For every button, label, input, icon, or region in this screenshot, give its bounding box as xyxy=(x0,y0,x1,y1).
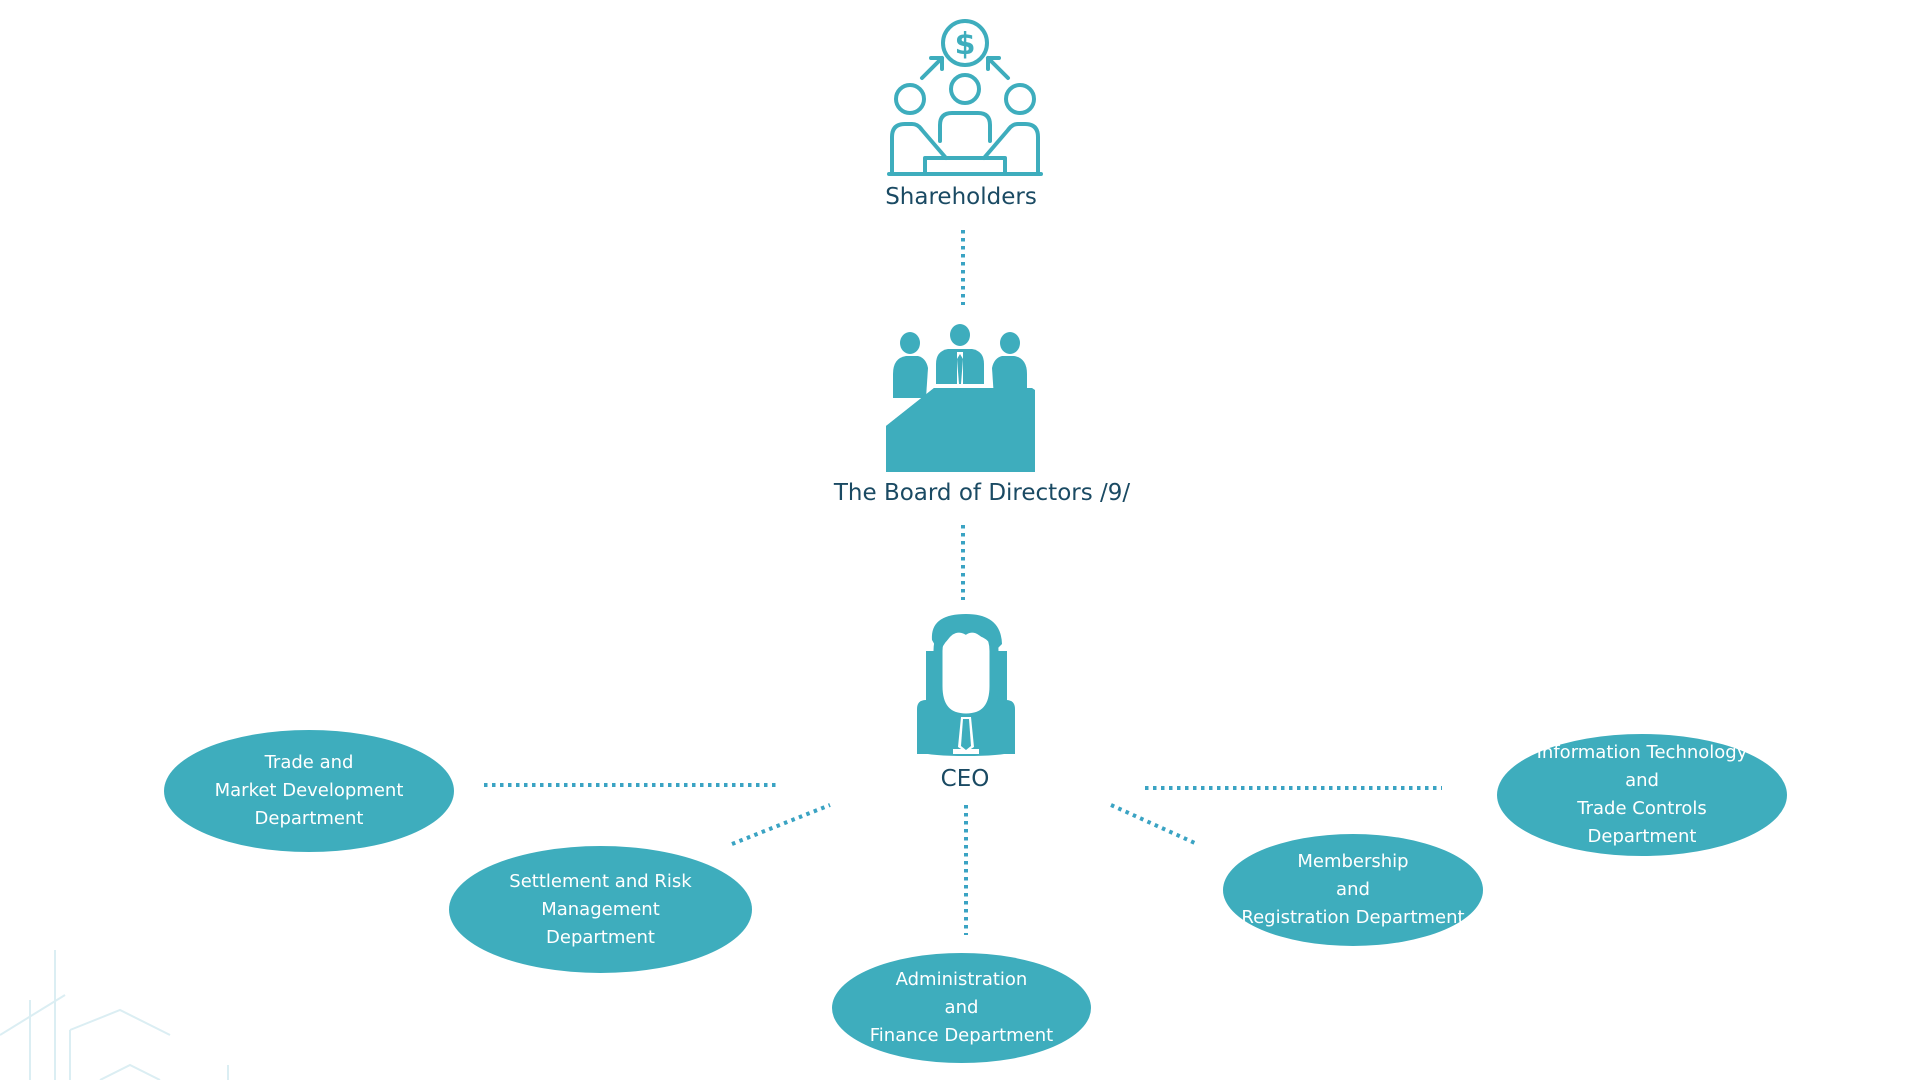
shareholders-label: Shareholders xyxy=(885,184,1037,210)
board-meeting-icon xyxy=(886,324,1035,472)
board-of-directors-label: The Board of Directors /9/ xyxy=(833,480,1131,506)
ceo-businessman-icon xyxy=(917,614,1015,756)
dept-label-line: Market Development xyxy=(214,780,404,801)
dept-label-line: and xyxy=(1625,770,1659,791)
connector-ceo-membership xyxy=(1110,803,1198,846)
connector-ceo-settlement xyxy=(731,803,831,846)
connector-lines xyxy=(484,230,1442,935)
dept-label-line: Trade and xyxy=(264,752,354,773)
dept-label-line: and xyxy=(944,997,979,1018)
dept-label-line: Membership xyxy=(1297,851,1409,872)
dept-label-line: Information Technology xyxy=(1536,742,1748,763)
dept-label-line: Department xyxy=(1587,826,1697,847)
dept-label-line: and xyxy=(1336,879,1370,900)
dept-label-line: Finance Department xyxy=(869,1025,1054,1046)
dept-label-line: Registration Department xyxy=(1241,907,1465,928)
dept-label-line: Trade Controls xyxy=(1577,798,1707,819)
watermark-graphic xyxy=(0,950,229,1080)
dept-label-line: Department xyxy=(546,926,655,948)
svg-text:$: $ xyxy=(955,27,976,62)
dept-label-line: Settlement and Risk xyxy=(509,870,692,892)
ceo-label: CEO xyxy=(940,766,990,792)
dept-label-line: Administration xyxy=(895,969,1028,990)
dept-label-line: Management xyxy=(541,898,660,920)
dept-label-line: Department xyxy=(254,808,364,829)
shareholders-meeting-icon: $ xyxy=(887,19,1043,176)
